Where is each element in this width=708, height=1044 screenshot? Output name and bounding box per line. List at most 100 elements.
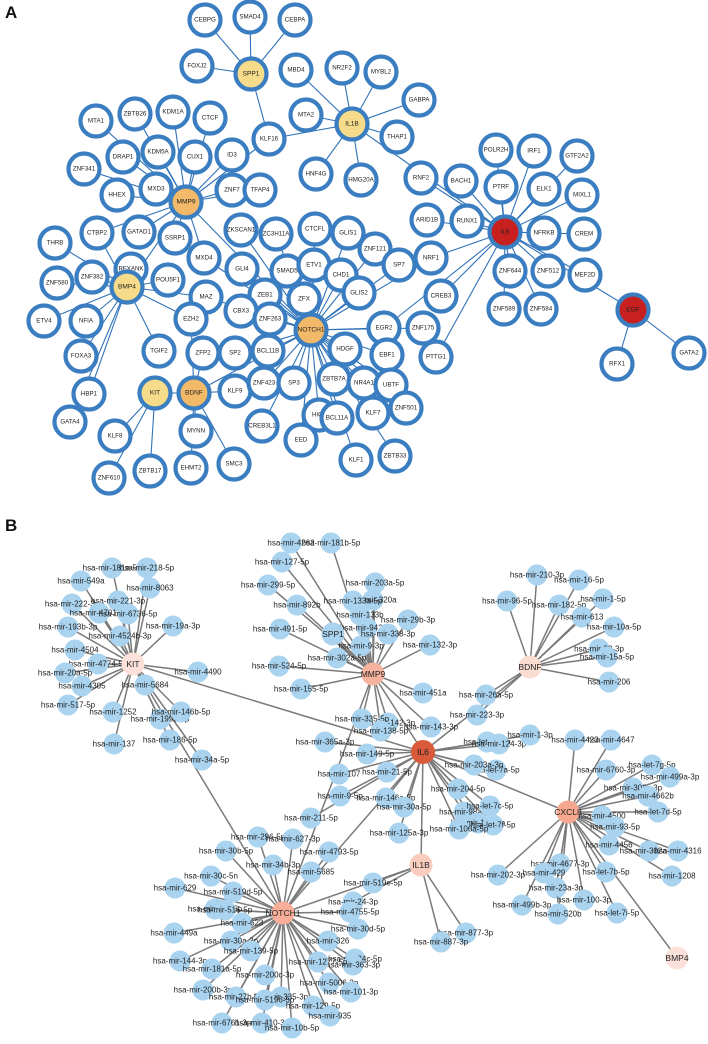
mirna-node[interactable]: hsa-mir-19a-3p: [146, 615, 201, 637]
mirna-node[interactable]: hsa-mir-222-3p: [45, 593, 100, 615]
mirna-node[interactable]: hsa-mir-520b: [534, 903, 582, 925]
mirna-node[interactable]: hsa-mir-1-5p: [580, 588, 626, 610]
mirna-node[interactable]: hsa-mir-200b-3p: [174, 979, 233, 1001]
tf-node-kdm5a[interactable]: KDM5A: [140, 134, 176, 170]
mirna-node[interactable]: hsa-mir-6736-5p: [99, 603, 158, 625]
mirna-node[interactable]: hsa-let-7b-5p: [582, 861, 630, 883]
tf-node-klf7[interactable]: KLF7: [355, 395, 391, 431]
mirna-node[interactable]: hsa-mir-429: [523, 862, 566, 884]
mirna-node[interactable]: hsa-mir-182-5p: [532, 594, 587, 616]
tf-node-egr2[interactable]: EGR2: [366, 310, 402, 346]
tf-node-drap1[interactable]: DRAP1: [105, 139, 141, 175]
mirna-node[interactable]: hsa-mir-149-5p: [340, 743, 395, 765]
mirna-node[interactable]: hsa-mir-127-5p: [255, 551, 310, 573]
tf-node-znf610[interactable]: ZNF610: [91, 460, 127, 496]
mirna-node[interactable]: hsa-mir-519d-5p: [204, 881, 263, 903]
mirna-node[interactable]: hsa-mir-4423: [551, 729, 599, 751]
tf-node-foxa3[interactable]: FOXA3: [63, 338, 99, 374]
mirna-node[interactable]: hsa-mir-4793-5p: [300, 841, 359, 863]
mirna-node[interactable]: hsa-mir-30c-5n: [184, 865, 238, 887]
tf-node-gabpa[interactable]: GABPA: [401, 82, 437, 118]
tf-node-etv4[interactable]: ETV4: [26, 303, 62, 339]
mirna-node[interactable]: hsa-mir-206: [588, 671, 631, 693]
tf-node-zkscan1[interactable]: ZKSCAN1: [223, 212, 259, 248]
tf-node-irf1[interactable]: IRF1: [516, 133, 552, 169]
tf-node-zbtb7a[interactable]: ZBTB7A: [316, 361, 352, 397]
mirna-node[interactable]: hsa-mir-144-3p: [153, 950, 208, 972]
mirna-node[interactable]: hsa-mir-942-3p: [340, 617, 395, 639]
hub-gene-il1b[interactable]: IL1B: [409, 853, 433, 877]
tf-node-mbd4[interactable]: MBD4: [278, 52, 314, 88]
tf-node-pou5f1[interactable]: POU5F1: [150, 262, 186, 298]
mirna-node[interactable]: hsa-mir-4755-5p: [321, 901, 380, 923]
mirna-node[interactable]: hsa-mir-326: [307, 930, 350, 952]
hub-gene-il6[interactable]: IL6: [487, 214, 523, 250]
mirna-node[interactable]: hsa-mir-155-5p: [274, 678, 329, 700]
hub-gene-egf[interactable]: EGF: [615, 292, 651, 328]
tf-node-ehmt2[interactable]: EHMT2: [173, 450, 209, 486]
tf-node-zbtb26[interactable]: ZBTB26: [117, 96, 153, 132]
mirna-node[interactable]: hsa-mir-519e-5p: [344, 872, 403, 894]
mirna-node[interactable]: hsa-mir-5685: [287, 861, 335, 883]
mirna-node[interactable]: hsa-mir-1208: [648, 865, 696, 887]
tf-node-mef2d[interactable]: MEF2D: [567, 257, 603, 293]
tf-node-eed[interactable]: EED: [283, 422, 319, 458]
mirna-node[interactable]: hsa-mir-10b-5p: [265, 1017, 320, 1039]
tf-node-nr2f2[interactable]: NR2F2: [324, 50, 360, 86]
mirna-node[interactable]: hsa-mir-4490: [174, 661, 222, 683]
mirna-node[interactable]: hsa-mir-29b-3p: [381, 609, 436, 631]
mirna-node[interactable]: hsa-mir-200c-3p: [236, 964, 295, 986]
mirna-node[interactable]: hsa-mir-613: [561, 606, 604, 628]
mirna-node[interactable]: hsa-let-7c-5p: [467, 795, 514, 817]
mirna-node[interactable]: hsa-mir-132-3p: [403, 634, 458, 656]
tf-node-ebf1[interactable]: EBF1: [369, 337, 405, 373]
tf-node-tfap4[interactable]: TFAP4: [242, 172, 278, 208]
tf-node-znf584[interactable]: ZNF584: [523, 291, 559, 327]
tf-node-mxd4[interactable]: MXD4: [186, 240, 222, 276]
mirna-node[interactable]: hsa-mir-34a-5p: [175, 749, 230, 771]
mirna-node[interactable]: hsa-mir-365a-3p: [296, 731, 355, 753]
hub-gene-notch1[interactable]: NOTCH1: [293, 312, 329, 348]
tf-node-znf501[interactable]: ZNF501: [388, 390, 424, 426]
mirna-node[interactable]: hsa-mir-363-3p: [326, 954, 381, 976]
mirna-node[interactable]: hsa-mir-93-5p: [590, 816, 640, 838]
tf-node-creb3[interactable]: CREB3: [423, 278, 459, 314]
mirna-node[interactable]: hsa-mir-892b: [273, 594, 321, 616]
mirna-node[interactable]: hsa-mir-6761-3p: [193, 1012, 252, 1034]
mirna-node[interactable]: hsa-mir-1277-5p: [289, 951, 348, 973]
mirna-node[interactable]: hsa-let-7a-5p: [472, 759, 520, 781]
tf-node-runx1[interactable]: RUNX1: [449, 203, 485, 239]
tf-node-zbtb33[interactable]: ZBTB33: [377, 438, 413, 474]
mirna-node[interactable]: hsa-mir-100-3p: [557, 889, 612, 911]
mirna-node[interactable]: hsa-mir-137: [93, 733, 136, 755]
tf-node-sp7[interactable]: SP7: [381, 247, 417, 283]
mirna-node[interactable]: hsa-mir-5684: [121, 674, 169, 696]
mirna-node[interactable]: hsa-mir-124-3p: [472, 733, 527, 755]
mirna-node[interactable]: hsa-mir-335-3p: [254, 986, 309, 1008]
tf-node-hmg20a[interactable]: HMG20A: [343, 162, 379, 198]
mirna-node[interactable]: hsa-mir-4456: [585, 834, 633, 856]
tf-node-zc3h11a[interactable]: ZC3H11A: [258, 216, 294, 252]
hub-gene-mmp9[interactable]: MMP9: [361, 662, 386, 686]
mirna-node[interactable]: hsa-mir-30a-5p: [377, 796, 432, 818]
tf-node-mxd3[interactable]: MXD3: [138, 171, 174, 207]
mirna-node[interactable]: hsa-mir-204-5p: [431, 778, 486, 800]
tf-node-znf382[interactable]: ZNF382: [74, 259, 110, 295]
mirna-node[interactable]: hsa-mir-623: [221, 912, 264, 934]
mirna-node[interactable]: hsa-mir-335-5p: [335, 708, 390, 730]
mirna-node[interactable]: hsa-mir-138-5p: [354, 720, 409, 742]
tf-node-hhex[interactable]: HHEX: [99, 177, 135, 213]
mirna-node[interactable]: hsa-mir-4774-5p: [69, 653, 128, 675]
mirna-node[interactable]: hsa-mir-143-3p: [404, 716, 459, 738]
mirna-node[interactable]: hsa-mir-193b-3p: [39, 616, 98, 638]
mirna-node[interactable]: hsa-mir-4305: [58, 675, 106, 697]
tf-node-sp2[interactable]: SP2: [217, 335, 253, 371]
mirna-node[interactable]: hsa-mir-627-3p: [266, 828, 321, 850]
mirna-node[interactable]: hsa-mir-186-5p: [143, 729, 198, 751]
hub-gene-mmp9[interactable]: MMP9: [168, 184, 204, 220]
tf-node-znf121[interactable]: ZNF121: [357, 231, 393, 267]
tf-node-ptrf[interactable]: PTRF: [483, 169, 519, 205]
tf-node-rnf2[interactable]: RNF2: [403, 160, 439, 196]
mirna-node[interactable]: hsa-let-7f-5p: [471, 814, 516, 836]
tf-node-foxj2[interactable]: FOXJ2: [179, 48, 215, 84]
